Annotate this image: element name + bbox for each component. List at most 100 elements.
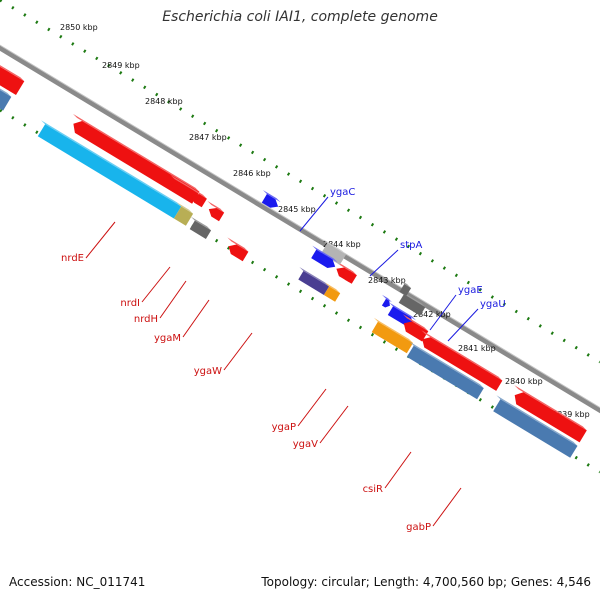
- tick-label: 2850 kbp: [60, 23, 98, 32]
- tick-label: 2849 kbp: [102, 61, 140, 70]
- gene-block-red-e-top-face: [340, 264, 357, 276]
- gene-block-red-b-front-face: [191, 194, 207, 208]
- gene-block-ygaE: [399, 280, 412, 296]
- genome-summary-text: Topology: circular; Length: 4,700,560 bp…: [261, 575, 591, 589]
- label-leader-ygaM: [182, 299, 210, 338]
- gene-block-ygaE-front-face: [399, 284, 412, 296]
- gene-block-ygaM-top-face: [190, 216, 212, 231]
- inner-dotted-ring: [0, 108, 600, 474]
- gene-block-nrdI-front-face: [171, 182, 195, 201]
- tick-label: 2845 kbp: [278, 205, 316, 214]
- gene-block-ygaP-front-face: [298, 271, 330, 295]
- gene-block-blue-a-front-face: [311, 249, 336, 268]
- gene-block-blue-c: [387, 302, 417, 326]
- gene-block-gabP: [406, 341, 484, 400]
- gene-block-steelblue-b-top-face: [496, 395, 578, 446]
- gene-block-ygaV-top-face: [325, 282, 341, 294]
- gene-block-ygaW-front-face: [228, 244, 249, 262]
- gene-block-red-a: [0, 65, 25, 95]
- tick-label: 2843 kbp: [368, 276, 406, 285]
- gene-block-stpA-top-face: [323, 239, 346, 255]
- label-leader-csiR: [384, 451, 412, 489]
- gene-block-ygaV-front-face: [323, 286, 341, 302]
- gene-block-red-c-front-face: [208, 208, 225, 222]
- tick-label: 2841 kbp: [458, 344, 496, 353]
- label-leader-gabP: [432, 487, 462, 527]
- gene-block-gabP-pair-top-face: [421, 330, 503, 381]
- tick-label: 2847 kbp: [189, 133, 227, 142]
- map-title: Escherichia coli IAI1, complete genome: [162, 9, 438, 25]
- gene-block-ygaW: [227, 237, 249, 262]
- gene-label-ygaU: ygaU: [480, 299, 506, 310]
- label-leader-nrdI: [141, 266, 171, 303]
- gene-block-steelblue-a-front-face: [0, 90, 12, 111]
- gene-block-red-c: [207, 200, 225, 222]
- gene-block-ygaC-top-face: [262, 190, 281, 203]
- gene-block-blue-c-front-face: [387, 306, 414, 326]
- tick-label: 2840 kbp: [505, 377, 543, 386]
- gene-label-csiR: csiR: [363, 484, 383, 495]
- gene-block-steelblue-b: [493, 395, 578, 458]
- gene-block-red-g: [514, 385, 587, 443]
- gene-label-nrdE: nrdE: [61, 253, 84, 264]
- gene-label-gabP: gabP: [406, 522, 431, 533]
- gene-label-ygaV: ygaV: [293, 439, 318, 450]
- gene-block-csiR-front-face: [371, 321, 413, 354]
- gene-label-ygaW: ygaW: [194, 366, 222, 377]
- label-leader-ygaU: [447, 308, 479, 342]
- gene-block-blue-b: [381, 294, 392, 308]
- label-leader-ygaV: [319, 405, 349, 444]
- gene-block-ygaV: [323, 282, 341, 302]
- gene-label-ygaE: ygaE: [458, 285, 483, 296]
- label-leader-ygaP: [297, 388, 327, 427]
- outer-dotted-ring: [0, 0, 600, 364]
- gene-block-ygaC: [261, 190, 281, 208]
- gene-block-steelblue-b-front-face: [493, 399, 578, 458]
- gene-block-red-f: [402, 314, 429, 342]
- gene-block-red-g-top-face: [514, 385, 587, 431]
- gene-block-gabP-front-face: [406, 345, 484, 400]
- gene-block-red-e: [340, 264, 357, 284]
- gene-block-red-a-front-face: [0, 66, 25, 95]
- tick-label: 2846 kbp: [233, 169, 271, 178]
- gene-block-blue-b-top-face: [382, 294, 392, 303]
- gene-block-stpA-front-face: [321, 243, 346, 265]
- gene-block-nrdE-top-face: [41, 120, 182, 207]
- gene-block-steelblue-a-top-face: [0, 88, 12, 97]
- gene-block-red-b: [190, 186, 207, 208]
- gene-block-nrdE-pair: [73, 113, 200, 204]
- gene-block-red-f-top-face: [402, 314, 429, 332]
- gene-block-ygaE-top-face: [400, 280, 412, 289]
- gene-block-ygaM-front-face: [189, 220, 212, 239]
- gene-label-ygaM: ygaM: [154, 333, 181, 344]
- gene-block-nrdE-pair-front-face: [73, 121, 200, 204]
- gene-block-ygaP: [298, 267, 330, 295]
- gene-block-nrdH-front-face: [173, 206, 194, 226]
- tick-label: 2848 kbp: [145, 97, 183, 106]
- gene-block-ygaU-front-face: [398, 294, 426, 316]
- gene-block-blue-c-top-face: [389, 302, 417, 321]
- gene-block-ygaP-top-face: [299, 267, 330, 287]
- gene-block-red-g-front-face: [514, 392, 587, 443]
- tick-label: 2844 kbp: [323, 240, 361, 249]
- label-leader-nrdE: [85, 221, 116, 259]
- label-leader-stpA: [369, 249, 399, 277]
- label-leader-ygaW: [223, 332, 253, 371]
- accession-text: Accession: NC_011741: [9, 575, 146, 589]
- gene-block-blue-a-top-face: [312, 245, 338, 263]
- gene-block-nrdH: [173, 202, 194, 226]
- gene-block-red-e-front-face: [342, 271, 357, 284]
- gene-block-ygaM: [189, 216, 212, 239]
- gene-block-gabP-top-face: [409, 341, 484, 389]
- gene-label-nrdH: nrdH: [134, 314, 158, 325]
- genome-backbone: [0, 45, 600, 414]
- gene-label-nrdI: nrdI: [120, 298, 140, 309]
- gene-block-ygaW-top-face: [227, 237, 249, 252]
- genome-backbone-highlight: [0, 44, 600, 409]
- gene-block-blue-a: [311, 245, 338, 268]
- gene-block-nrdI: [170, 175, 195, 201]
- gene-block-csiR: [371, 317, 413, 354]
- gene-label-ygaC: ygaC: [330, 187, 355, 198]
